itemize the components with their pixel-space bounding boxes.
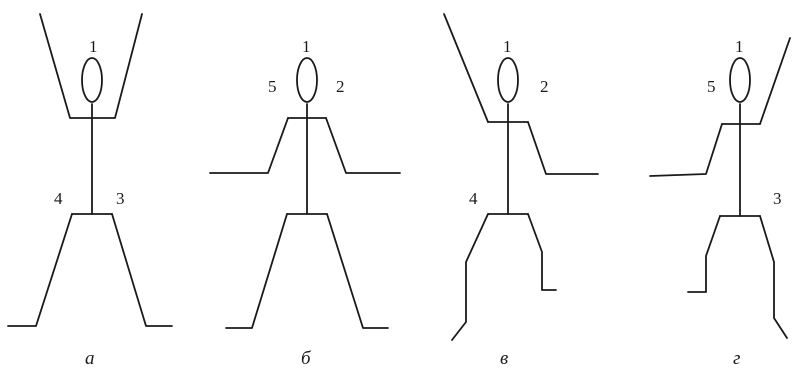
figure-b-right-leg xyxy=(327,214,388,328)
figure-d-left-arm xyxy=(650,124,722,176)
figure-a-caption: а xyxy=(85,348,95,369)
figure-a-left-leg xyxy=(8,214,72,326)
figure-d-head xyxy=(730,58,750,102)
figure-a-label-left-hip: 4 xyxy=(54,189,63,208)
figure-c-label-head: 1 xyxy=(503,37,512,56)
figure-d-label-right-hip: 3 xyxy=(773,189,782,208)
figure-b: 1 5 2 б xyxy=(210,37,400,369)
figure-c-label-left-hip: 4 xyxy=(469,189,478,208)
figure-b-label-head: 1 xyxy=(302,37,311,56)
figure-c-caption: в xyxy=(500,348,508,369)
figure-d-left-leg xyxy=(688,216,720,292)
figure-a-label-right-hip: 3 xyxy=(116,189,125,208)
figure-a-right-leg xyxy=(112,214,172,326)
figure-d-right-arm xyxy=(760,38,790,124)
figure-a: 1 4 3 а xyxy=(8,14,172,369)
figure-d-label-left-shoulder: 5 xyxy=(707,77,716,96)
figure-b-label-left-shoulder: 5 xyxy=(268,77,277,96)
figure-a-head xyxy=(82,58,102,102)
figure-b-caption: б xyxy=(301,348,312,369)
figure-b-head xyxy=(297,58,317,102)
figure-b-left-leg xyxy=(226,214,287,328)
figure-a-label-head: 1 xyxy=(89,37,98,56)
figure-b-left-arm xyxy=(210,118,288,173)
figure-d-label-head: 1 xyxy=(735,37,744,56)
figure-b-label-right-shoulder: 2 xyxy=(336,77,345,96)
figure-b-right-arm xyxy=(326,118,400,173)
figure-c: 1 2 4 в xyxy=(444,14,598,369)
figure-c-right-arm xyxy=(528,122,598,174)
figure-d-caption: г xyxy=(733,348,740,369)
figure-d: 1 5 3 г xyxy=(650,37,790,369)
figure-c-head xyxy=(498,58,518,102)
figure-c-left-arm xyxy=(444,14,488,122)
figure-c-left-leg xyxy=(452,214,488,340)
figure-c-label-right-shoulder: 2 xyxy=(540,77,549,96)
figure-c-right-leg xyxy=(528,214,556,290)
figure-d-right-leg xyxy=(760,216,787,338)
